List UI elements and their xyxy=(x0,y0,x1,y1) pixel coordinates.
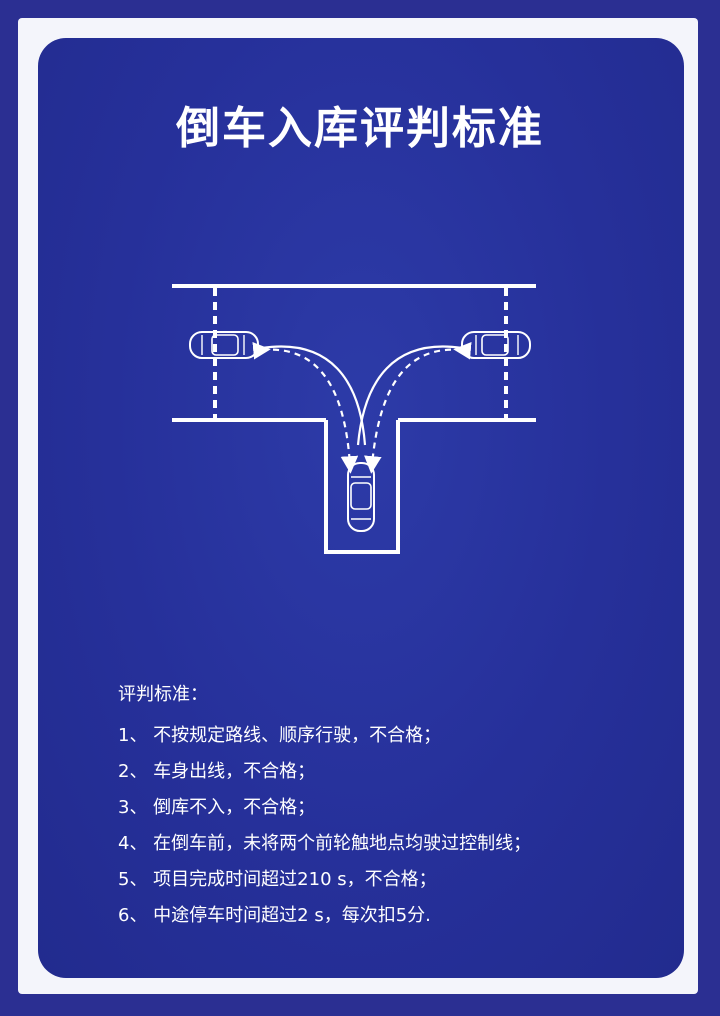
criteria-list: 1、 不按规定路线、顺序行驶，不合格； 2、 车身出线，不合格； 3、 倒库不入… xyxy=(118,718,531,934)
criteria-item: 3、 倒库不入，不合格； xyxy=(118,797,316,818)
car-garage xyxy=(347,462,375,532)
sign-panel xyxy=(38,38,684,978)
criteria-item: 6、 中途停车时间超过2 s，每次扣5分. xyxy=(118,905,431,926)
criteria-item: 1、 不按规定路线、顺序行驶，不合格； xyxy=(118,725,442,746)
criteria-item: 5、 项目完成时间超过210 s，不合格； xyxy=(118,869,437,890)
driving-paths xyxy=(252,341,472,474)
criteria-section: 评判标准： 1、 不按规定路线、顺序行驶，不合格； 2、 车身出线，不合格； 3… xyxy=(118,682,531,934)
car-left xyxy=(189,331,259,359)
garage-outline xyxy=(324,420,400,554)
page-title: 倒车入库评判标准 xyxy=(176,103,544,154)
criteria-item: 4、 在倒车前，未将两个前轮触地点均驶过控制线； xyxy=(118,833,532,854)
car-right xyxy=(461,331,531,359)
criteria-item: 2、 车身出线，不合格； xyxy=(118,761,316,782)
control-lines xyxy=(213,288,508,418)
road-lines xyxy=(172,284,536,422)
criteria-heading: 评判标准： xyxy=(118,684,208,705)
